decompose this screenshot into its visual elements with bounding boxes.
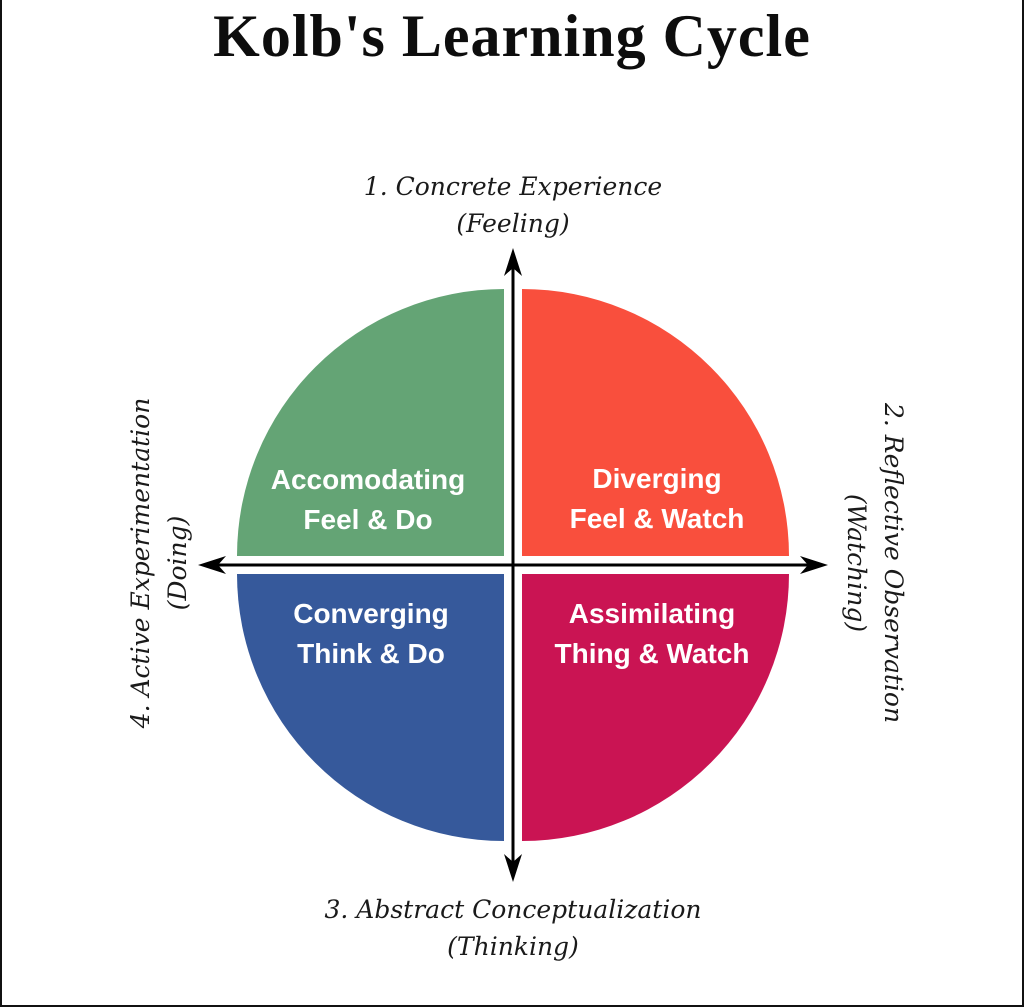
quadrant-br-style: Thing & Watch bbox=[554, 638, 750, 669]
axis-left-line1: 4. Active Experimentation bbox=[126, 397, 155, 729]
axis-bottom-line2: (Thinking) bbox=[447, 932, 579, 961]
quadrant-label-assimilating: Assimilating Thing & Watch bbox=[555, 594, 750, 674]
quadrant-bl-name: Converging bbox=[293, 598, 449, 629]
quadrant-label-converging: Converging Think & Do bbox=[293, 594, 449, 674]
axis-label-abstract-conceptualization: 3. Abstract Conceptualization (Thinking) bbox=[2, 891, 1022, 965]
quadrant-tr-style: Feel & Watch bbox=[569, 503, 745, 534]
axis-label-active-experimentation: 4. Active Experimentation (Doing) bbox=[122, 398, 196, 729]
quadrant-br-name: Assimilating bbox=[568, 598, 736, 629]
axis-top-line1: 1. Concrete Experience bbox=[363, 172, 663, 201]
quadrant-tl-name: Accomodating bbox=[270, 464, 466, 495]
axis-top-line2: (Feeling) bbox=[456, 209, 570, 238]
page-title: Kolb's Learning Cycle bbox=[213, 3, 811, 69]
axis-label-reflective-observation: 2. Reflective Observation (Watching) bbox=[838, 403, 912, 723]
axis-left-line2: (Doing) bbox=[163, 515, 192, 611]
quadrant-tl-style: Feel & Do bbox=[303, 504, 433, 535]
quadrant-label-diverging: Diverging Feel & Watch bbox=[570, 459, 745, 539]
axis-right-line1: 2. Reflective Observation bbox=[879, 402, 908, 724]
axis-right-line2: (Watching) bbox=[842, 493, 871, 633]
quadrant-tr-name: Diverging bbox=[592, 463, 722, 494]
quadrant-bl-style: Think & Do bbox=[297, 638, 445, 669]
quadrant-label-accommodating: Accomodating Feel & Do bbox=[271, 460, 465, 540]
axis-bottom-line1: 3. Abstract Conceptualization bbox=[324, 895, 702, 924]
axis-label-concrete-experience: 1. Concrete Experience (Feeling) bbox=[2, 168, 1022, 242]
